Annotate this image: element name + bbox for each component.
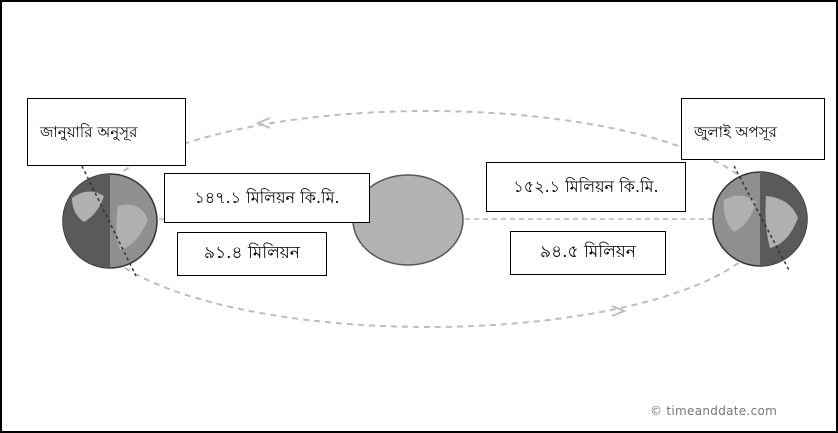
earth-aphelion-icon — [712, 165, 808, 273]
earth-perihelion-icon — [62, 165, 158, 277]
perihelion-label: জানুয়ারি অনুসূর — [27, 98, 186, 166]
aphelion-distance-km: ১৫২.১ মিলিয়ন কি.মি. — [486, 162, 686, 212]
orbit-direction-arrow-top — [255, 117, 271, 129]
orbit-direction-arrow-bottom — [611, 305, 627, 317]
perihelion-distance-km: ১৪৭.১ মিলিয়ন কি.মি. — [164, 173, 370, 223]
aphelion-distance-miles: ৯৪.৫ মিলিয়ন — [510, 231, 666, 275]
aphelion-label: জুলাই অপসূর — [681, 98, 825, 160]
watermark: © timeanddate.com — [650, 404, 778, 418]
perihelion-distance-miles: ৯১.৪ মিলিয়ন — [177, 232, 327, 276]
